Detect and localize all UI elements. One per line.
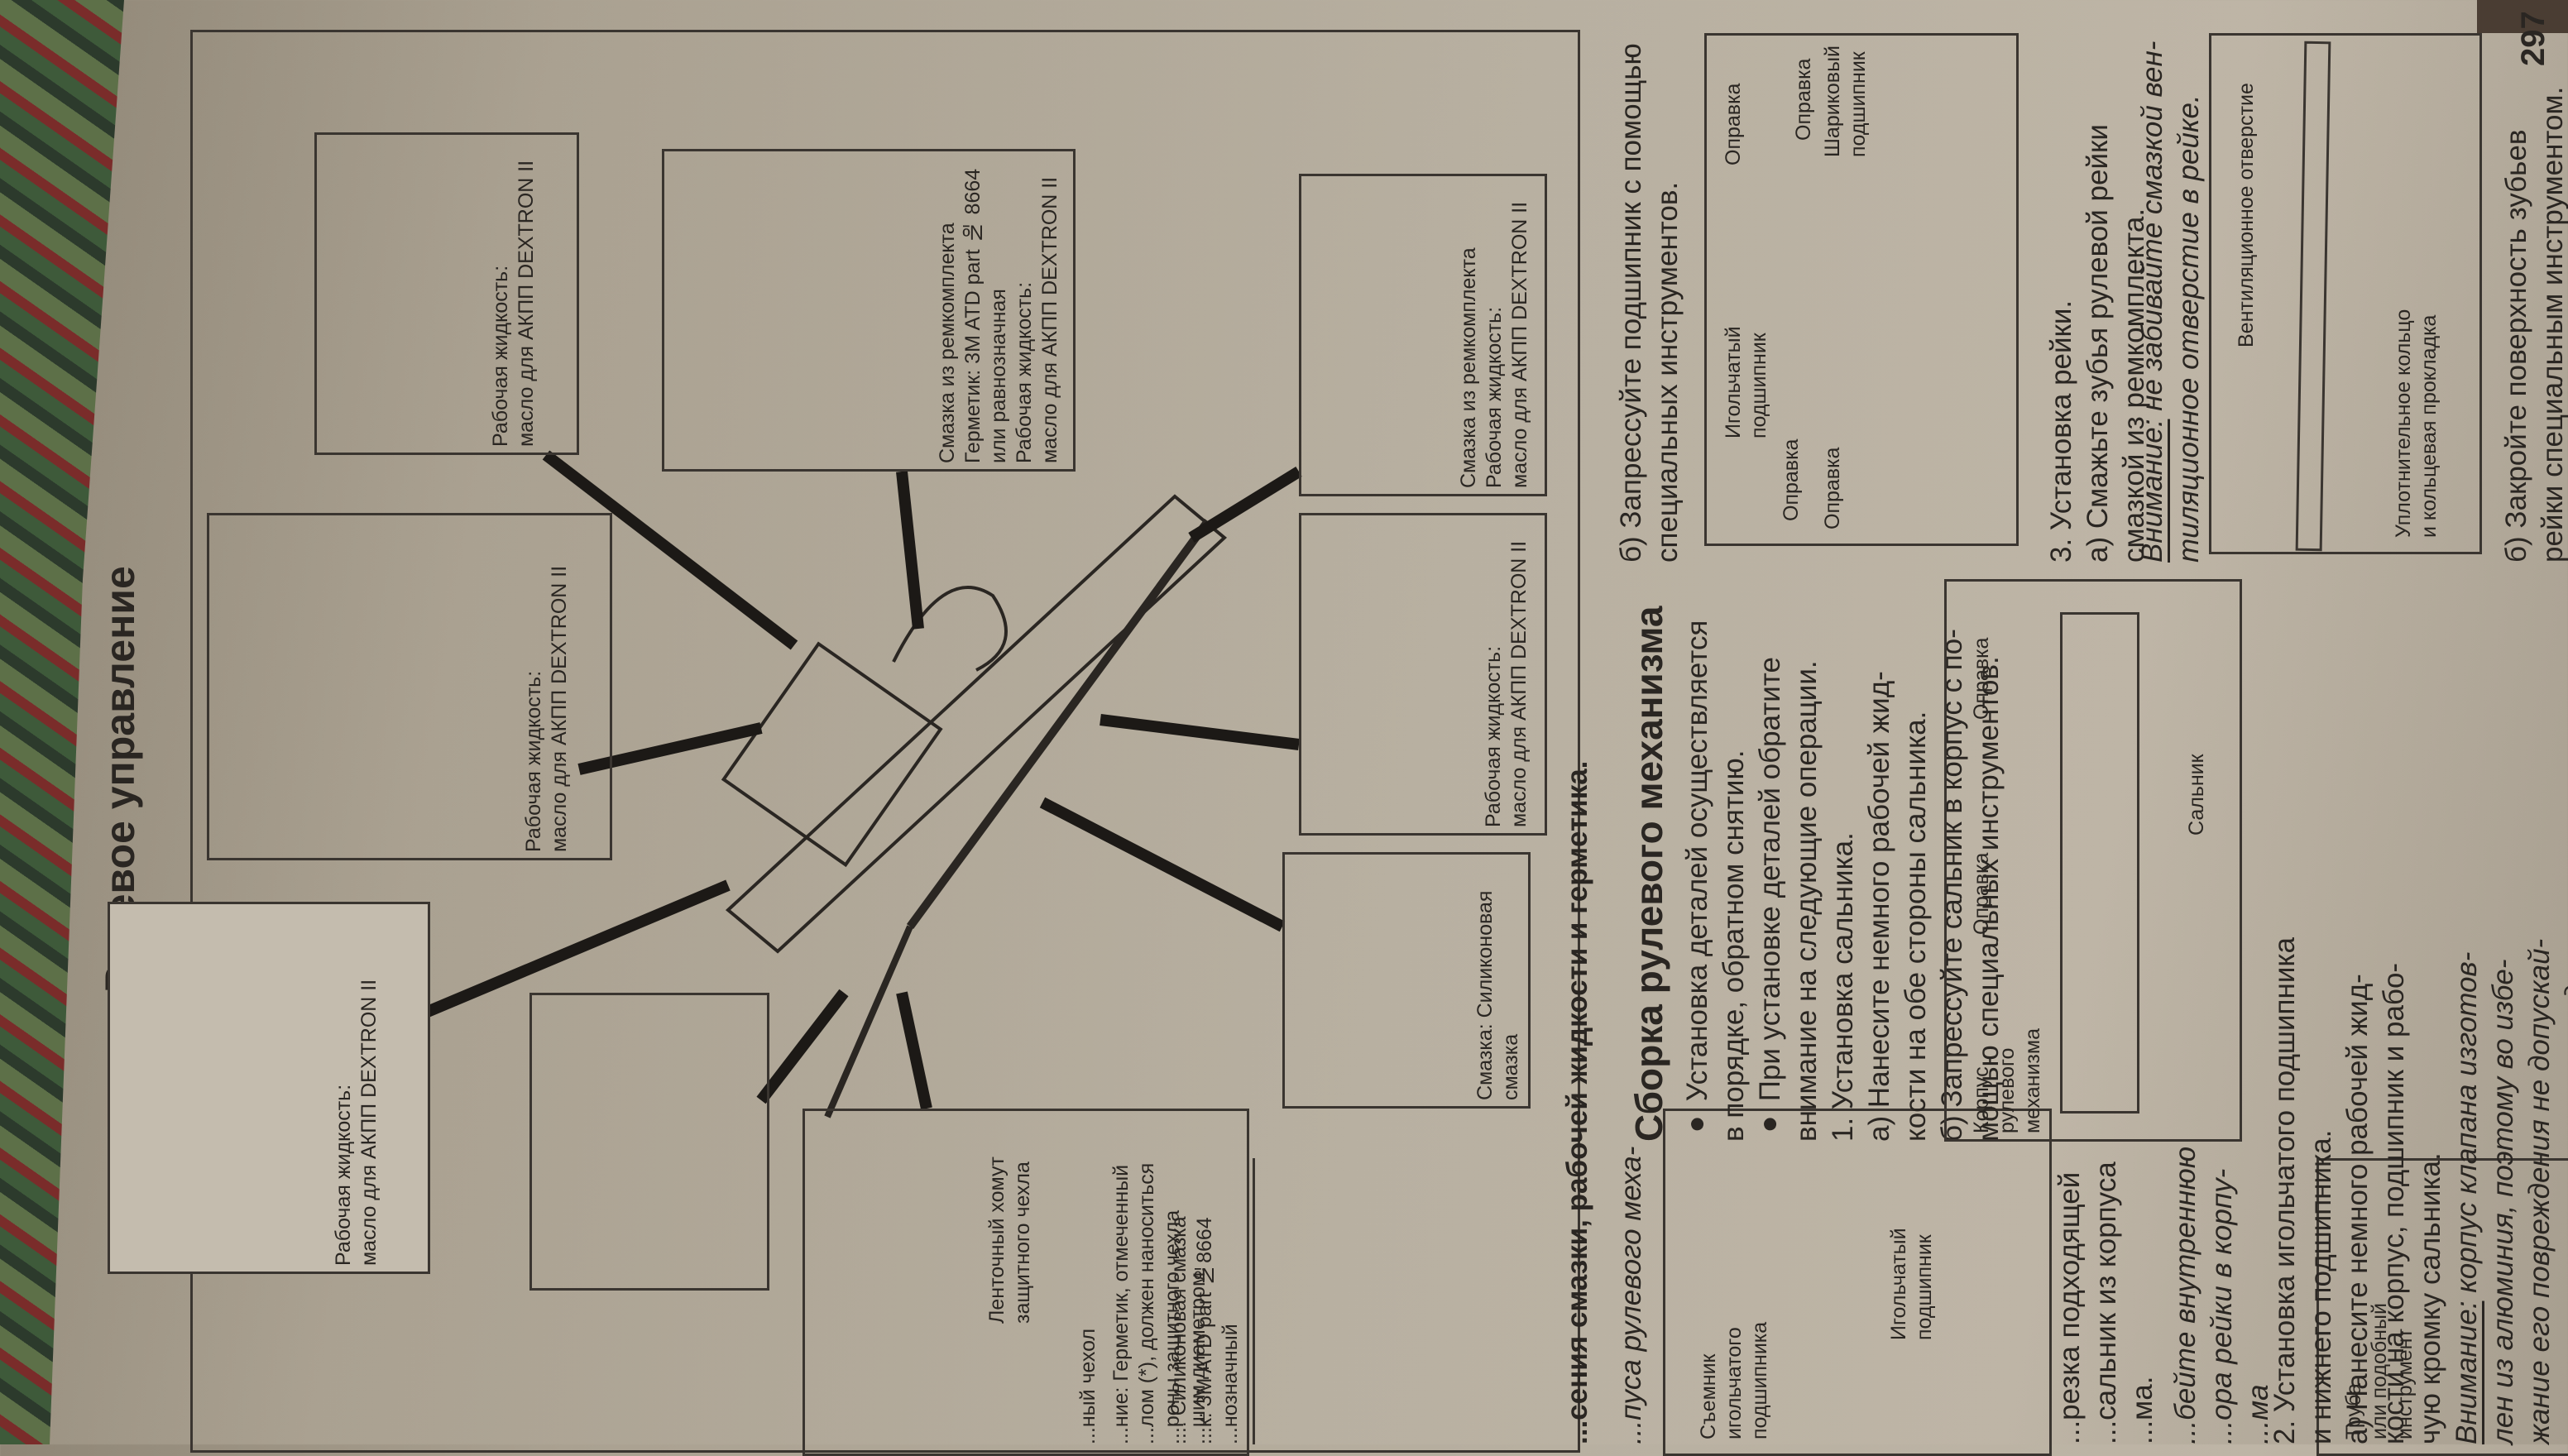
assembly-heading: Сборка рулевого механизма xyxy=(1627,606,1670,1142)
assembly-body: ● Установка деталей осуществляется в пор… xyxy=(1681,620,2005,1142)
caption-i-clamp: Ленточный хомут защитного чехла xyxy=(985,1157,1034,1324)
detail-box-g xyxy=(1282,852,1531,1109)
bearing-mandrel-a: Оправка xyxy=(1722,83,1745,165)
needle-bearing-label: Игольчатый подшипник xyxy=(1887,1228,1936,1340)
step-3-warning: Внимание: не забивайте смазкой вен- тиля… xyxy=(2134,33,2213,563)
text-fragment-3: ...бейте внутреннюю ...ора рейки в корпу… xyxy=(2169,1146,2274,1444)
caption-d: Смазка из ремкомплекта Герметик: 3M ATD … xyxy=(936,168,1061,463)
bearing-mandrel-d: Оправка xyxy=(1821,447,1844,529)
caption-f: Рабочая жидкость: масло для АКПП DEXTRON… xyxy=(1482,540,1531,827)
housing-label: Корпус рулевого механизма xyxy=(1970,1028,2044,1133)
caption-g: Смазка: Силиконовая смазка xyxy=(1473,890,1522,1100)
caption-a: Рабочая жидкость: масло для АКПП DEXTRON… xyxy=(332,979,381,1266)
detail-box-d xyxy=(662,149,1076,472)
text-fragment-2: ...резка подходящей ...сальник из корпус… xyxy=(2053,1161,2158,1444)
caption-e: Смазка из ремкомплекта Рабочая жидкость:… xyxy=(1457,201,1531,488)
vent-hole-box xyxy=(2209,33,2482,554)
step-2-text: 2. Установка игольчатого подшипника и ни… xyxy=(2269,937,2446,1444)
caption-i-grease: ...: Силиконовая смазка ...к: 3M ATD par… xyxy=(1167,1158,1255,1444)
mandrel-label-2: Оправка xyxy=(1970,637,1993,720)
text-fragment-1: ...пуса рулевого меха- xyxy=(1615,1146,1647,1444)
caption-i-boot: ...ный чехол xyxy=(1076,1328,1100,1444)
bearing-mandrel-b: Оправка xyxy=(1792,58,1815,141)
detail-box-b xyxy=(207,513,612,860)
detail-box-e xyxy=(1299,174,1547,496)
caption-c: Рабочая жидкость: масло для АКПП DEXTRON… xyxy=(489,160,538,447)
seal-ring-label: Уплотнительное кольцо и кольцевая прокла… xyxy=(2392,309,2441,538)
bearing-press-box xyxy=(1704,33,2019,546)
caption-b: Рабочая жидкость: масло для АКПП DEXTRON… xyxy=(522,565,571,852)
needle-bearing-label-2: Игольчатый подшипник xyxy=(1722,326,1770,438)
seal-drawing xyxy=(2060,612,2139,1114)
background-corner xyxy=(2477,0,2568,33)
section-heading-partial: ...сения смазки, рабочей жидкости и герм… xyxy=(1561,760,1593,1444)
warning-label: Внимание: xyxy=(2451,1300,2483,1444)
warning-label-3: Внимание: xyxy=(2136,419,2168,563)
vent-hole-label: Вентиляционное отверстие xyxy=(2235,83,2258,347)
ball-bearing-label: Шариковый подшипник xyxy=(1821,45,1870,157)
seal-install-box xyxy=(1944,579,2242,1142)
puller-label: Съемник игольчатого подшипника xyxy=(1697,1321,1771,1439)
step-b-press: б) Запрессуйте подшипник с помощью специ… xyxy=(1615,43,1684,563)
detail-box-f xyxy=(1299,513,1547,836)
detail-box-c xyxy=(314,132,579,455)
step-2-warning: Внимание: корпус клапана изготов- лен из… xyxy=(2449,587,2568,1444)
assembly-outline xyxy=(725,494,1228,954)
step-b-close: б) Закройте поверхность зубьев рейки спе… xyxy=(2500,86,2568,563)
seal-label: Сальник xyxy=(2185,754,2208,836)
detail-box-a xyxy=(108,902,430,1274)
mandrel-label-1: Оправка xyxy=(1970,852,1993,935)
detail-box-h xyxy=(529,993,769,1291)
bearing-mandrel-c: Оправка xyxy=(1780,438,1803,521)
